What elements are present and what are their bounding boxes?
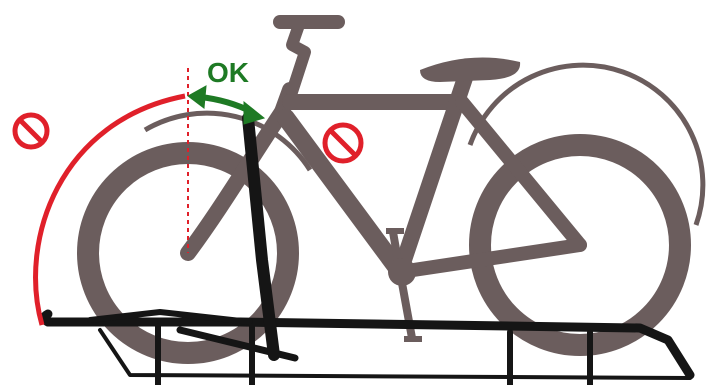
no-symbol-icon xyxy=(12,112,50,150)
ok-label: OK xyxy=(207,57,249,88)
prohibited-clearance-arc xyxy=(33,93,186,326)
rear-fender xyxy=(467,62,706,226)
chainring xyxy=(388,258,416,286)
bike-seat xyxy=(420,57,521,82)
pedal-bottom xyxy=(404,336,422,342)
pedal-top xyxy=(386,228,404,234)
no-symbol-icon xyxy=(322,122,364,164)
front-fender xyxy=(143,110,313,172)
double-arrow-icon xyxy=(187,85,266,125)
rack-clamp-arm xyxy=(242,112,280,361)
